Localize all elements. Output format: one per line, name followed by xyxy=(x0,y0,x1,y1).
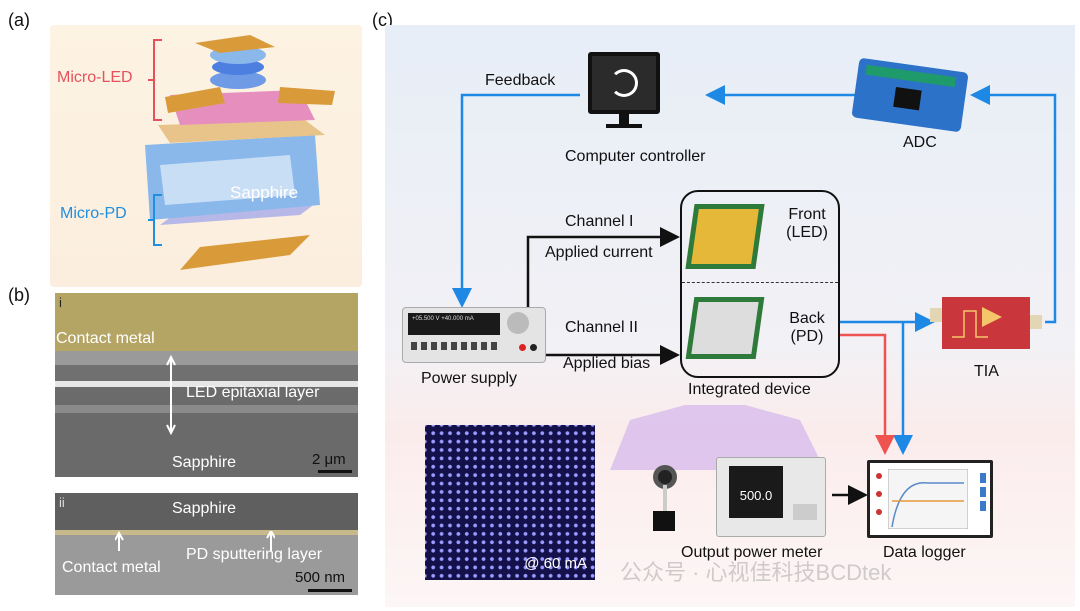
led-bracket xyxy=(148,39,162,246)
led-array-photo: @ 60 mA xyxy=(425,425,595,580)
integrated-device-label: Integrated device xyxy=(688,381,811,398)
applied-current-label: Applied current xyxy=(545,244,653,261)
integrated-device-box: Front (LED) Back (PD) xyxy=(680,190,840,378)
led-chip-icon xyxy=(685,204,765,269)
computer-monitor-icon xyxy=(588,52,660,132)
sapphire-label: Sapphire xyxy=(230,183,299,202)
current-label: @ 60 mA xyxy=(524,555,587,572)
micro-led-label: Micro-LED xyxy=(57,69,133,86)
connection-arrows xyxy=(452,85,1057,505)
contact-metal-label: Contact metal xyxy=(62,559,161,576)
subpanel-tag: i xyxy=(59,295,62,310)
computer-controller-label: Computer controller xyxy=(565,148,706,165)
tia-icon xyxy=(942,297,1030,349)
scale-bar xyxy=(308,589,352,592)
sem-image-led: i Contact metal LED epitaxial layer Sapp… xyxy=(55,293,358,477)
power-supply-label: Power supply xyxy=(421,370,518,387)
feedback-label: Feedback xyxy=(485,72,556,89)
power-supply-icon: +05.500 V +40.000 mA xyxy=(402,307,546,363)
data-logger-icon xyxy=(867,460,993,538)
power-meter-icon: 500.0 xyxy=(716,457,826,537)
watermark: 公众号 · 心视佳科技BCDtek xyxy=(620,560,892,585)
sem-image-pd: ii Sapphire PD sputtering layer Contact … xyxy=(55,493,358,595)
tia-label: TIA xyxy=(974,363,999,380)
channel-1-label: Channel I xyxy=(565,213,634,230)
front-sub-text: (LED) xyxy=(786,224,828,241)
system-diagram: Feedback Computer controller ADC Channel… xyxy=(385,25,1075,607)
pd-chip-icon xyxy=(685,297,765,359)
scale-bar-label: 500 nm xyxy=(295,569,346,586)
subpanel-tag: ii xyxy=(59,495,65,510)
power-supply-display: +05.500 V +40.000 mA xyxy=(408,313,500,335)
micro-pd-label: Micro-PD xyxy=(60,205,127,222)
led-layer-label: LED epitaxial layer xyxy=(186,384,320,401)
back-text: Back xyxy=(789,310,825,327)
meter-display: 500.0 xyxy=(729,466,783,518)
sapphire-label: Sapphire xyxy=(172,500,237,517)
back-sub-text: (PD) xyxy=(790,328,824,345)
panel-label-a: (a) xyxy=(8,10,30,30)
front-text: Front xyxy=(788,206,826,223)
divider xyxy=(682,282,838,283)
front-label: Front (LED) xyxy=(782,206,832,242)
scale-bar xyxy=(318,470,352,473)
pointer-arrows xyxy=(115,531,275,551)
contact-metal-label: Contact metal xyxy=(56,330,155,347)
pd-layer-label: PD sputtering layer xyxy=(186,546,323,563)
back-label: Back (PD) xyxy=(782,310,832,346)
channel-2-label: Channel II xyxy=(565,319,638,336)
thickness-arrow xyxy=(166,355,176,435)
applied-bias-label: Applied bias xyxy=(563,355,651,372)
device-stack-illustration: Micro-LED Micro-PD Sapphire xyxy=(50,25,362,287)
data-logger-label: Data logger xyxy=(883,544,966,561)
refresh-icon xyxy=(610,69,638,97)
panel-label-b: (b) xyxy=(8,285,30,305)
scale-bar-label: 2 μm xyxy=(312,451,346,468)
sapphire-label: Sapphire xyxy=(172,454,237,471)
adc-label: ADC xyxy=(903,134,937,151)
power-meter-label: Output power meter xyxy=(681,544,823,561)
